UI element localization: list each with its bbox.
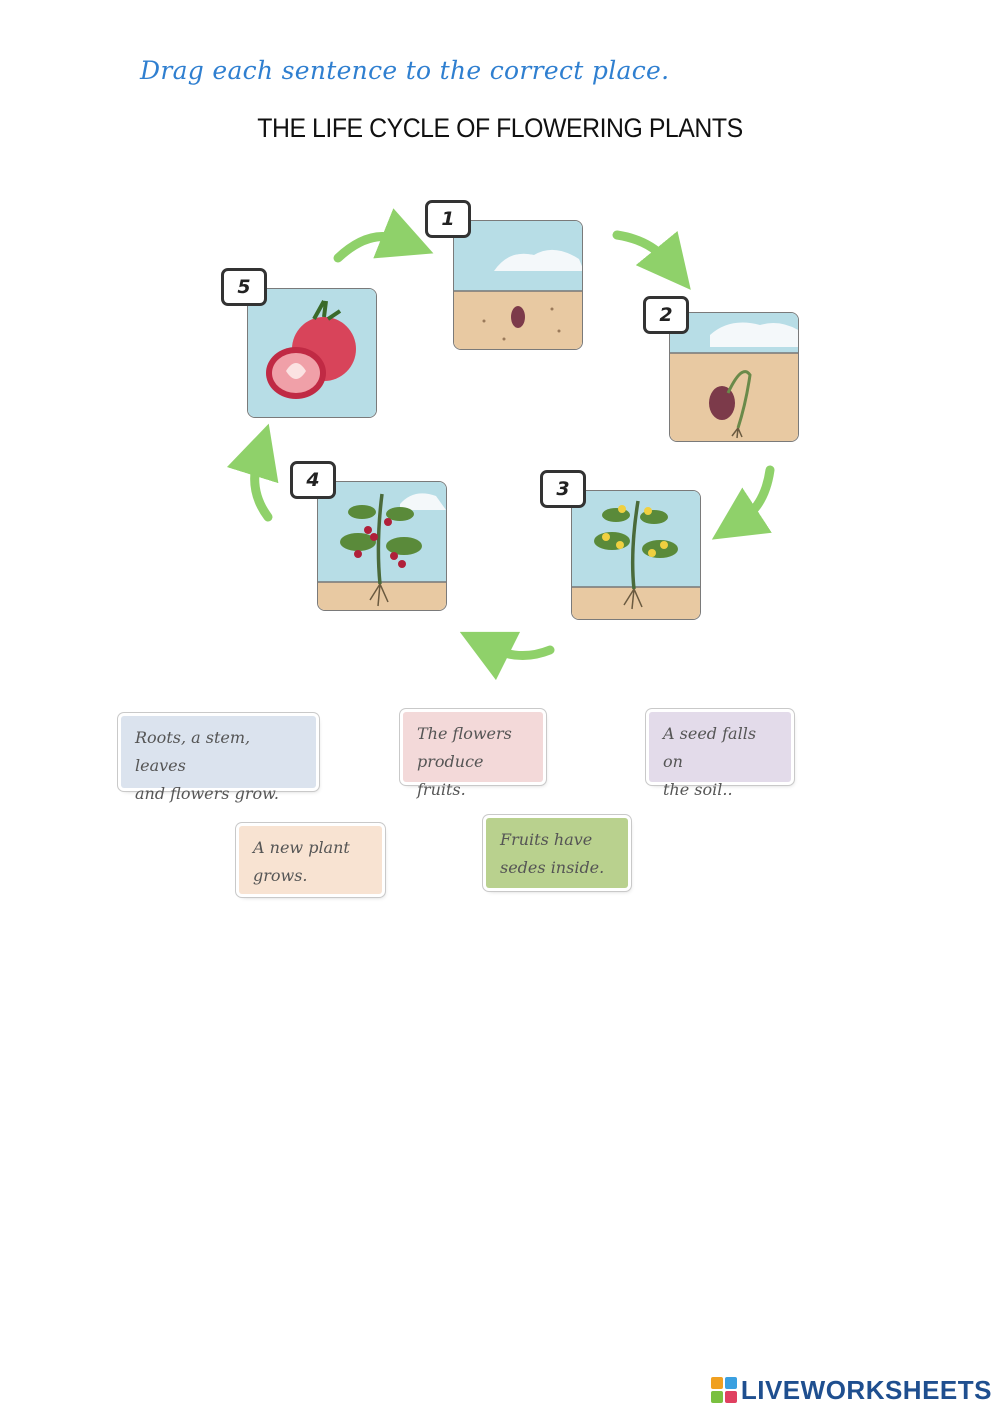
stage-1-number: 1 [425, 200, 471, 238]
stage-2-number: 2 [643, 296, 689, 334]
card-line: Roots, a stem, leaves [135, 728, 251, 775]
card-line: and flowers grow. [135, 784, 279, 803]
stage-4-number: 4 [290, 461, 336, 499]
sentence-card-roots-stem-leaves[interactable]: Roots, a stem, leaves and flowers grow. [121, 716, 316, 803]
sentence-card-seed-falls[interactable]: A seed falls on the soil.. [649, 712, 791, 799]
card-line: produce fruits. [417, 752, 484, 799]
card-line: Fruits have [500, 830, 593, 849]
arrow-4-to-5 [226, 423, 279, 522]
arrow-1-to-2 [612, 230, 691, 290]
card-line: The flowers [417, 724, 512, 743]
brand-name: LIVEWORKSHEETS [740, 1374, 992, 1405]
cycle-arrows [226, 208, 775, 681]
arrow-3-to-4 [459, 631, 555, 681]
sentence-card-new-plant-grows[interactable]: A new plant grows. [239, 826, 382, 894]
card-line: sedes inside. [500, 858, 605, 877]
stage-5-number: 5 [221, 268, 267, 306]
arrow-5-to-1 [333, 208, 434, 263]
card-line: grows. [253, 866, 308, 885]
page-title: THE LIFE CYCLE OF FLOWERING PLANTS [257, 113, 743, 143]
instruction-text: Drag each sentence to the correct place. [140, 56, 670, 85]
card-line: the soil.. [663, 780, 733, 799]
stage-1-image [453, 220, 583, 350]
card-line: A new plant [253, 838, 350, 857]
card-line: A seed falls on [663, 724, 757, 771]
stage-5-image [247, 288, 377, 418]
life-cycle-diagram: 1 2 3 [0, 0, 1000, 700]
stage-2-image [669, 312, 799, 442]
logo-mark-icon [710, 1377, 737, 1403]
stage-3-number: 3 [540, 470, 586, 508]
stage-3-image [571, 490, 701, 620]
sentence-card-fruits-have-sedes[interactable]: Fruits have sedes inside. [486, 818, 628, 888]
sentence-card-flowers-produce-fruits[interactable]: The flowers produce fruits. [403, 712, 543, 799]
arrow-2-to-3 [711, 465, 775, 540]
stage-4-image [317, 481, 447, 611]
liveworksheets-logo: LIVEWORKSHEETS [710, 1374, 992, 1405]
